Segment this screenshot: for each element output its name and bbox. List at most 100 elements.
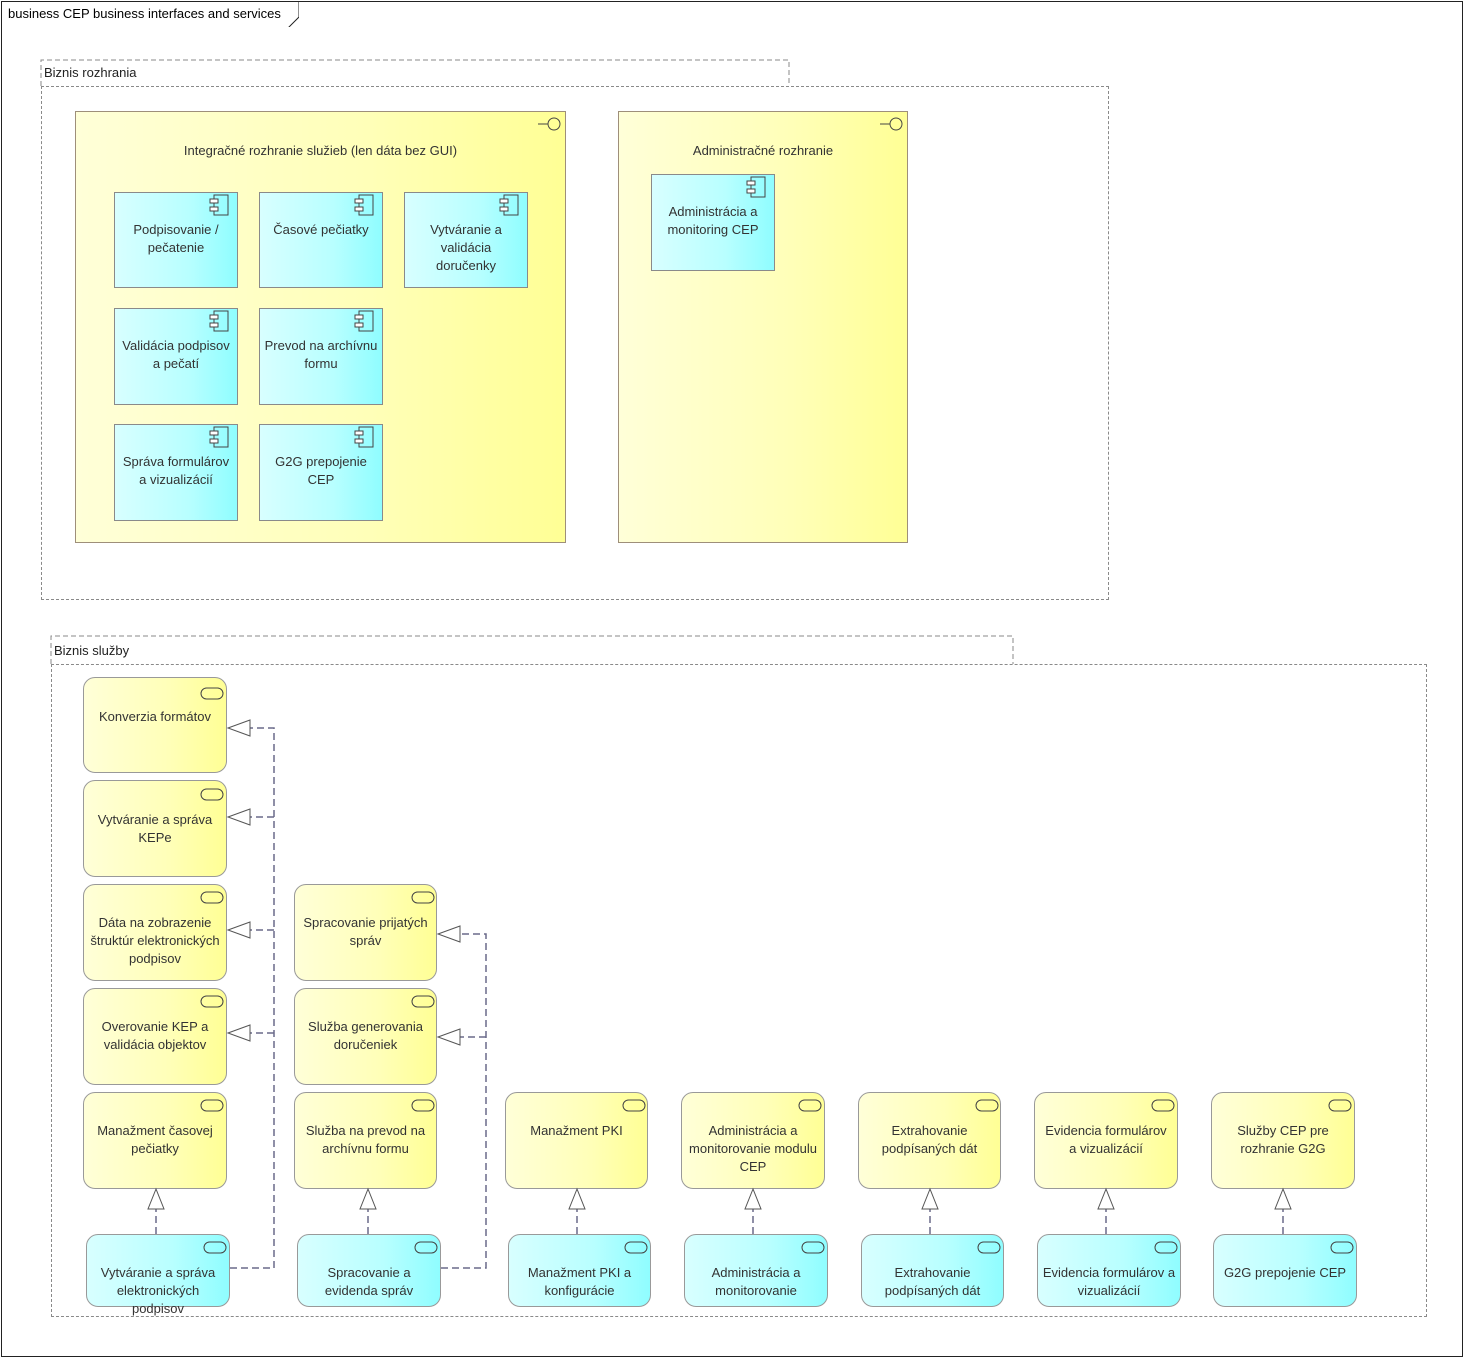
- service-sluzby-g2g[interactable]: Služby CEP pre rozhranie G2G: [1211, 1092, 1355, 1189]
- component-label: Vytváranie a validácia doručenky: [430, 222, 502, 273]
- service-administracia-modulu-cep[interactable]: Administrácia a monitorovanie modulu CEP: [681, 1092, 825, 1189]
- service-icon: [1154, 1241, 1178, 1254]
- service-icon: [624, 1241, 648, 1254]
- component-label: Časové pečiatky: [273, 222, 369, 237]
- app-service-extrahovanie[interactable]: Extrahovanie podpísaných dát: [861, 1234, 1004, 1307]
- service-data-zobrazenie[interactable]: Dáta na zobrazenie štruktúr elektronický…: [83, 884, 227, 981]
- app-service-label: Vytváranie a správa elektronických podpi…: [100, 1265, 216, 1316]
- component-icon: [354, 310, 374, 332]
- service-icon: [1330, 1241, 1354, 1254]
- service-icon: [411, 891, 435, 904]
- service-icon: [977, 1241, 1001, 1254]
- component-label: Prevod na archívnu formu: [264, 338, 378, 371]
- app-service-g2g[interactable]: G2G prepojenie CEP: [1213, 1234, 1357, 1307]
- frame-tab: [288, 1, 299, 27]
- realization-arrow: [227, 1024, 251, 1042]
- component-label: Podpisovanie / pečatenie: [133, 222, 219, 255]
- interface-icon: [537, 117, 561, 131]
- app-service-label: Extrahovanie podpísaných dát: [884, 1265, 981, 1298]
- app-service-spracovanie-evidencia[interactable]: Spracovanie a evidenda správ: [297, 1234, 441, 1307]
- service-label: Overovanie KEP a validácia objektov: [101, 1019, 209, 1052]
- realization-arrow: [437, 1028, 461, 1046]
- service-icon: [200, 995, 224, 1008]
- service-label: Administrácia a monitorovanie modulu CEP: [689, 1123, 817, 1174]
- service-label: Vytváranie a správa KEPe: [97, 812, 213, 845]
- app-service-evidencia[interactable]: Evidencia formulárov a vizualizácií: [1037, 1234, 1181, 1307]
- realization-arrow: [1097, 1188, 1115, 1210]
- realization-arrow: [227, 719, 251, 737]
- service-icon: [801, 1241, 825, 1254]
- service-icon: [200, 687, 224, 700]
- realization-arrow: [227, 921, 251, 939]
- service-vytvaranie-kepe[interactable]: Vytváranie a správa KEPe: [83, 780, 227, 877]
- service-icon: [798, 1099, 822, 1112]
- app-service-administracia[interactable]: Administrácia a monitorovanie: [684, 1234, 828, 1307]
- app-service-label: Administrácia a monitorovanie: [711, 1265, 801, 1298]
- realization-arrow: [921, 1188, 939, 1210]
- package-label-biznis-rozhrania: Biznis rozhrania: [44, 65, 137, 80]
- service-label: Evidencia formulárov a vizualizácií: [1045, 1123, 1167, 1156]
- component-icon: [209, 194, 229, 216]
- service-label: Služba na prevod na archívnu formu: [305, 1123, 426, 1156]
- component-icon: [354, 426, 374, 448]
- package-biznis-rozhrania[interactable]: [41, 86, 1109, 600]
- component-icon: [746, 176, 766, 198]
- component-label: Validácia podpisov a pečatí: [122, 338, 230, 371]
- service-label: Služby CEP pre rozhranie G2G: [1237, 1123, 1329, 1156]
- service-icon: [411, 995, 435, 1008]
- realization-arrow: [359, 1188, 377, 1210]
- realization-arrow: [147, 1188, 165, 1210]
- service-icon: [1151, 1099, 1175, 1112]
- service-evidencia-formularov[interactable]: Evidencia formulárov a vizualizácií: [1034, 1092, 1178, 1189]
- service-label: Dáta na zobrazenie štruktúr elektronický…: [90, 915, 220, 966]
- app-service-pki-konfiguracia[interactable]: Manažment PKI a konfigurácie: [508, 1234, 651, 1307]
- component-icon: [499, 194, 519, 216]
- realization-lines-row: [576, 1209, 1284, 1234]
- realization-arrow: [227, 808, 251, 826]
- app-service-elektronicke-podpisy[interactable]: Vytváranie a správa elektronických podpi…: [86, 1234, 230, 1316]
- app-service-label: Spracovanie a evidenda správ: [324, 1265, 414, 1298]
- frame-title: business CEP business interfaces and ser…: [8, 6, 281, 21]
- service-icon: [414, 1241, 438, 1254]
- service-icon: [200, 788, 224, 801]
- service-label: Spracovanie prijatých správ: [303, 915, 428, 948]
- service-label: Služba generovania doručeniek: [308, 1019, 423, 1052]
- package-label-biznis-sluzby: Biznis služby: [54, 643, 130, 658]
- component-label: Správa formulárov a vizualizácií: [122, 454, 230, 487]
- interface-icon: [879, 117, 903, 131]
- interface-title: Administračné rozhranie: [692, 143, 834, 158]
- package-biznis-sluzby[interactable]: [51, 664, 1427, 1317]
- interface-title: Integračné rozhranie služieb (len dáta b…: [183, 143, 458, 158]
- component-label: G2G prepojenie CEP: [275, 454, 367, 487]
- service-icon: [200, 1099, 224, 1112]
- component-prevod-archivna-forma[interactable]: Prevod na archívnu formu: [259, 308, 383, 405]
- component-label: Administrácia a monitoring CEP: [667, 204, 759, 237]
- realization-lines-col2: [367, 933, 487, 1269]
- realization-lines-col1: [155, 727, 275, 1269]
- component-icon: [354, 194, 374, 216]
- component-administracia-monitoring[interactable]: Administrácia a monitoring CEP: [651, 174, 775, 271]
- service-konverzia-formatov[interactable]: Konverzia formátov: [83, 677, 227, 773]
- service-icon: [203, 1241, 227, 1254]
- realization-arrow: [437, 925, 461, 943]
- service-icon: [200, 891, 224, 904]
- service-overovanie-kep[interactable]: Overovanie KEP a validácia objektov: [83, 988, 227, 1085]
- service-label: Extrahovanie podpísaných dát: [881, 1123, 978, 1156]
- service-icon: [975, 1099, 999, 1112]
- service-label: Konverzia formátov: [99, 709, 211, 724]
- app-service-label: Evidencia formulárov a vizualizácií: [1042, 1265, 1176, 1298]
- service-icon: [411, 1099, 435, 1112]
- component-icon: [209, 426, 229, 448]
- realization-arrow: [1274, 1188, 1292, 1210]
- service-icon: [1328, 1099, 1352, 1112]
- service-manazment-casovej-peciatky[interactable]: Manažment časovej pečiatky: [83, 1092, 227, 1189]
- app-service-label: G2G prepojenie CEP: [1223, 1265, 1347, 1280]
- service-label: Manažment PKI: [530, 1123, 623, 1138]
- service-icon: [622, 1099, 646, 1112]
- realization-arrow: [744, 1188, 762, 1210]
- app-service-label: Manažment PKI a konfigurácie: [527, 1265, 632, 1298]
- component-icon: [209, 310, 229, 332]
- realization-arrow: [568, 1188, 586, 1210]
